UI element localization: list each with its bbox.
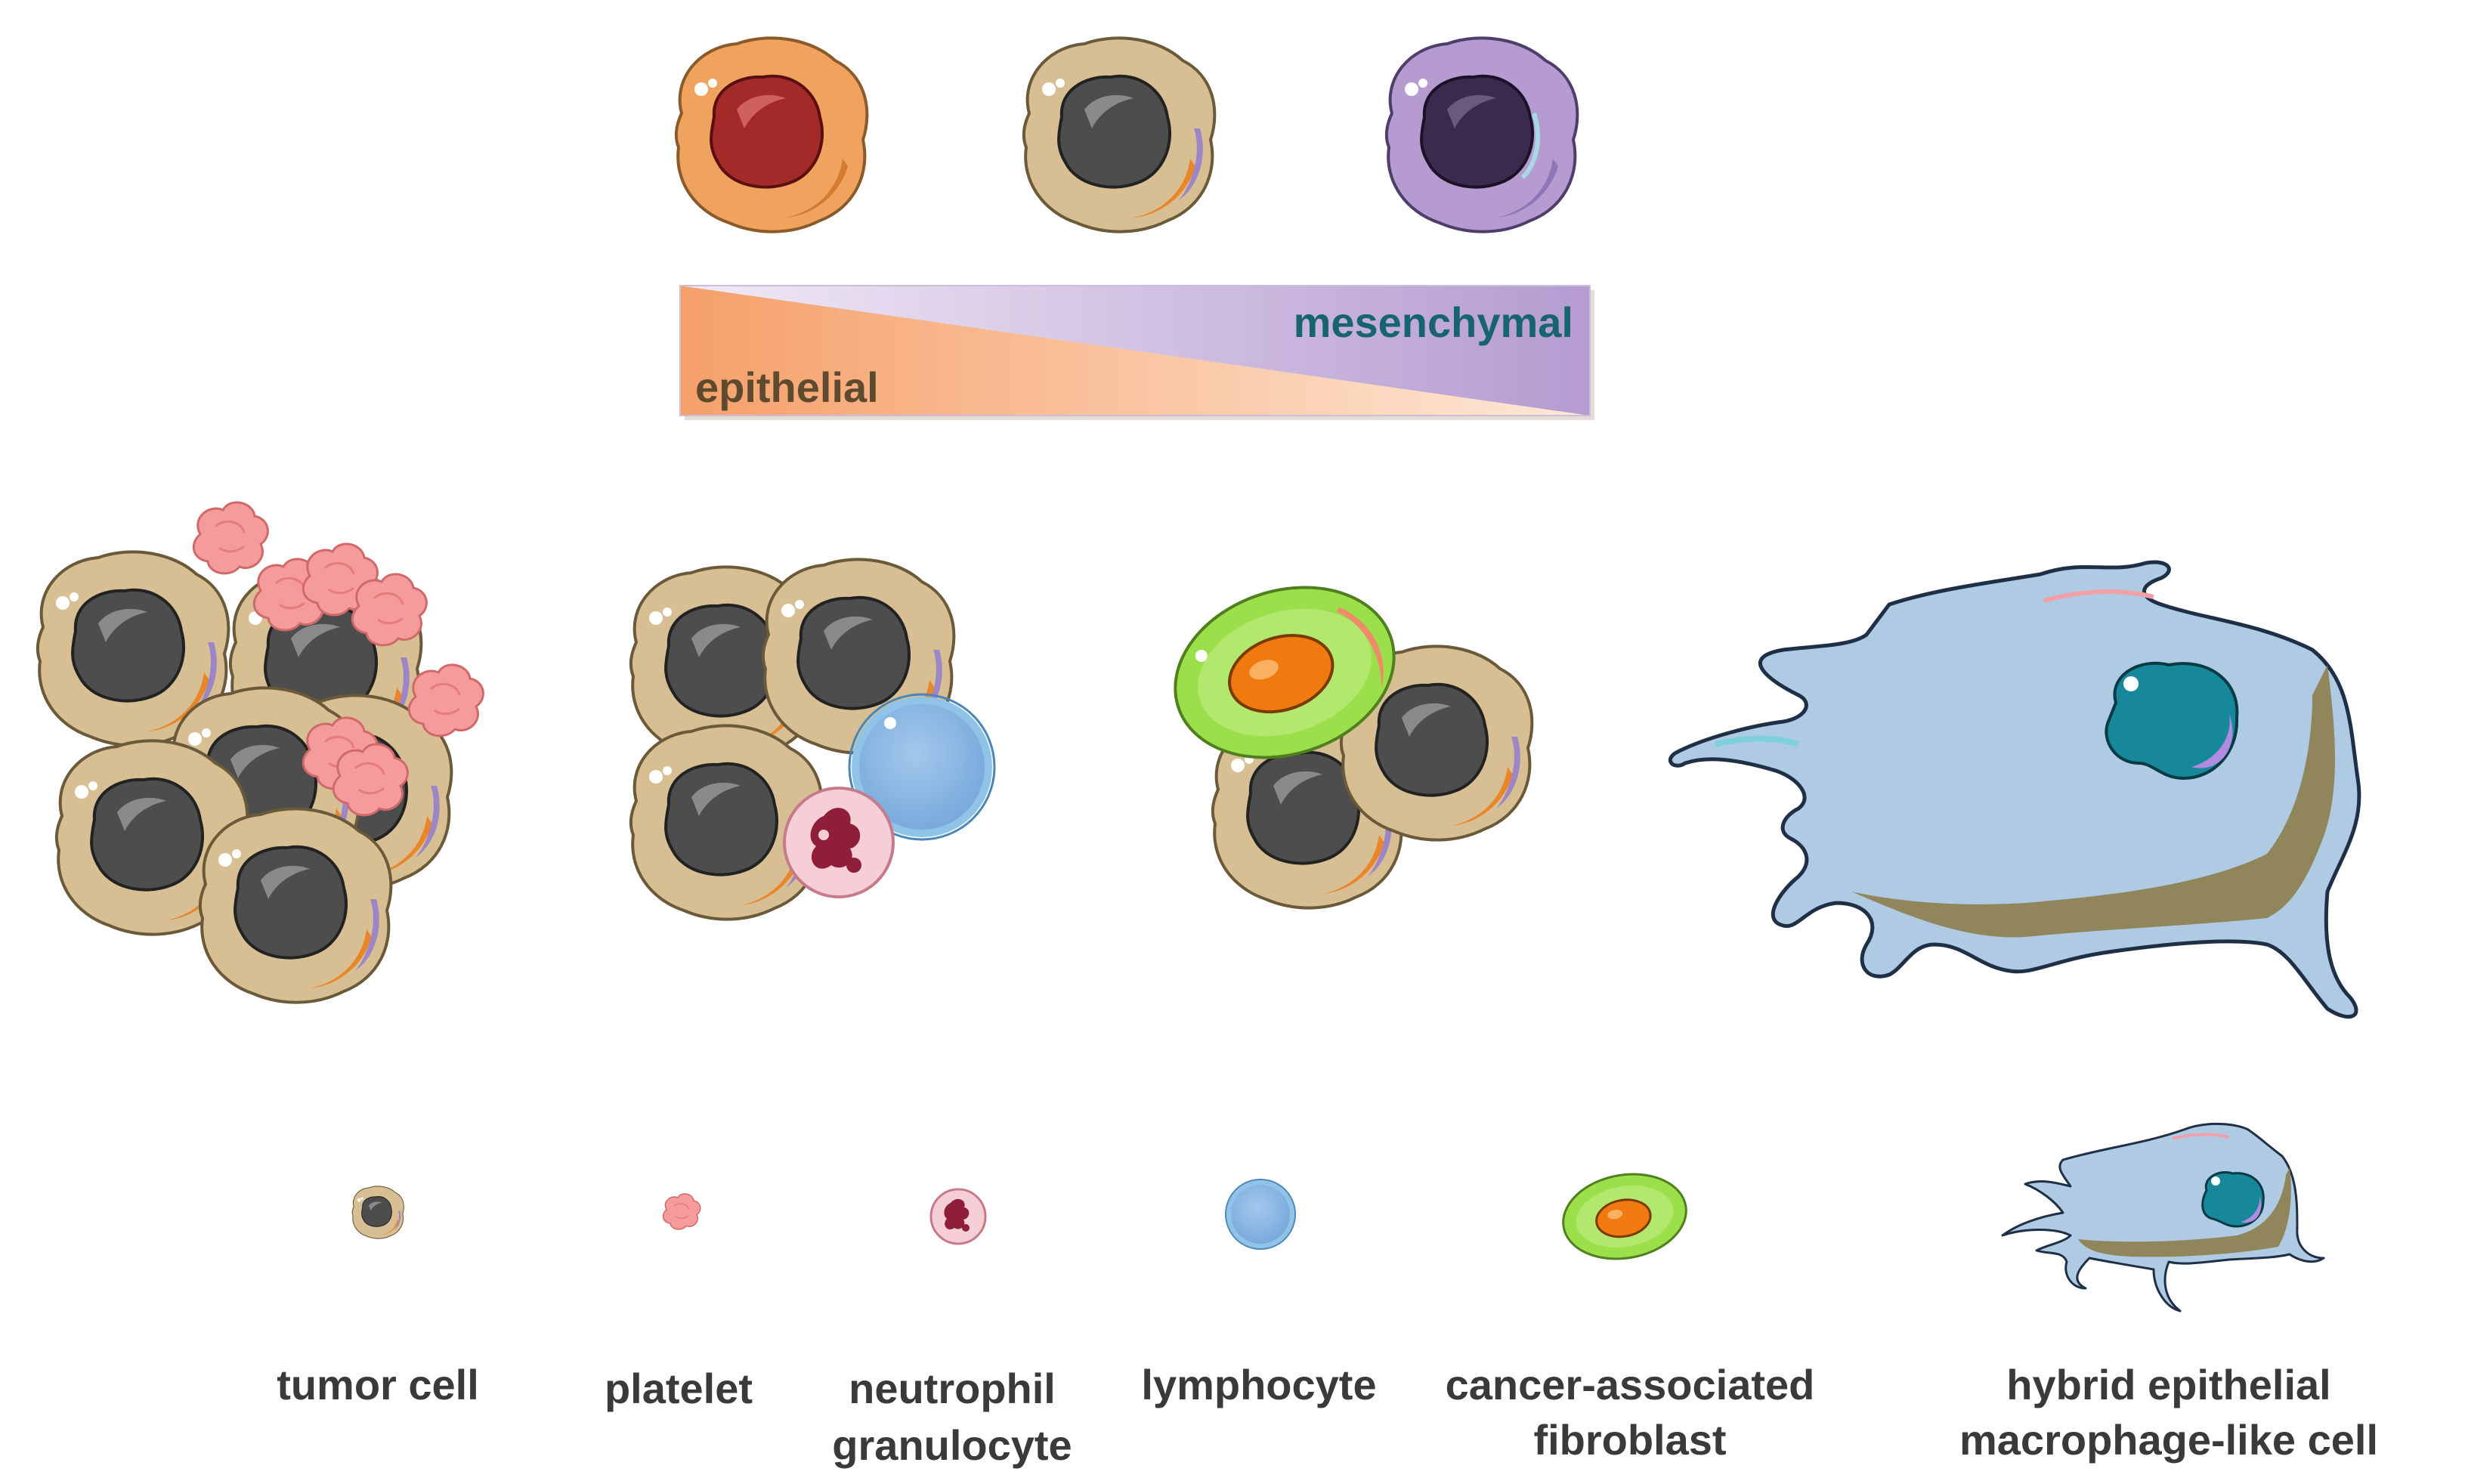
mesenchymal-label: mesenchymal: [1294, 298, 1573, 346]
legend-neutrophil-icon: [929, 1188, 987, 1245]
hybrid-emt-cell: [1022, 36, 1217, 233]
label-caf-line2: fibroblast: [1533, 1416, 1726, 1464]
tumor-platelet-cluster: [36, 501, 484, 1004]
tumor-immune-cluster: [629, 558, 996, 921]
label-neutrophil-line1: neutrophil: [849, 1365, 1056, 1412]
caf-large: [1174, 586, 1396, 759]
label-hybrid-line1: hybrid epithelial: [2006, 1361, 2330, 1408]
label-tumor-cell: tumor cell: [277, 1361, 479, 1408]
legend-hybrid-icon: [2001, 1123, 2325, 1312]
mesenchymal-triangle: [680, 286, 1590, 416]
label-lymphocyte: lymphocyte: [1141, 1361, 1376, 1408]
tumor-caf-cluster: [1174, 586, 1534, 910]
legend-lymphocyte-icon: [1225, 1179, 1296, 1250]
legend-tumor-cell-icon: [351, 1186, 404, 1239]
legend-labels: tumor cell platelet neutrophil granulocy…: [277, 1361, 2378, 1469]
label-platelet: platelet: [605, 1365, 753, 1412]
mesenchymal-cell: [1384, 36, 1579, 233]
emt-gradient-bar: epithelial mesenchymal: [679, 285, 1594, 420]
epithelial-cell: [674, 36, 869, 233]
epithelial-label: epithelial: [695, 363, 879, 411]
label-caf-line1: cancer-associated: [1446, 1361, 1815, 1408]
label-neutrophil-line2: granulocyte: [832, 1421, 1072, 1469]
label-hybrid-line2: macrophage-like cell: [1959, 1416, 2378, 1464]
legend-caf-icon: [1562, 1173, 1687, 1260]
hybrid-nucleus: [2105, 661, 2239, 781]
neutrophil-large: [783, 787, 895, 898]
hybrid-macrophage-cell-large: [1668, 560, 2361, 1019]
legend-platelet-icon: [662, 1193, 701, 1230]
lymphocyte-large: [848, 693, 996, 841]
